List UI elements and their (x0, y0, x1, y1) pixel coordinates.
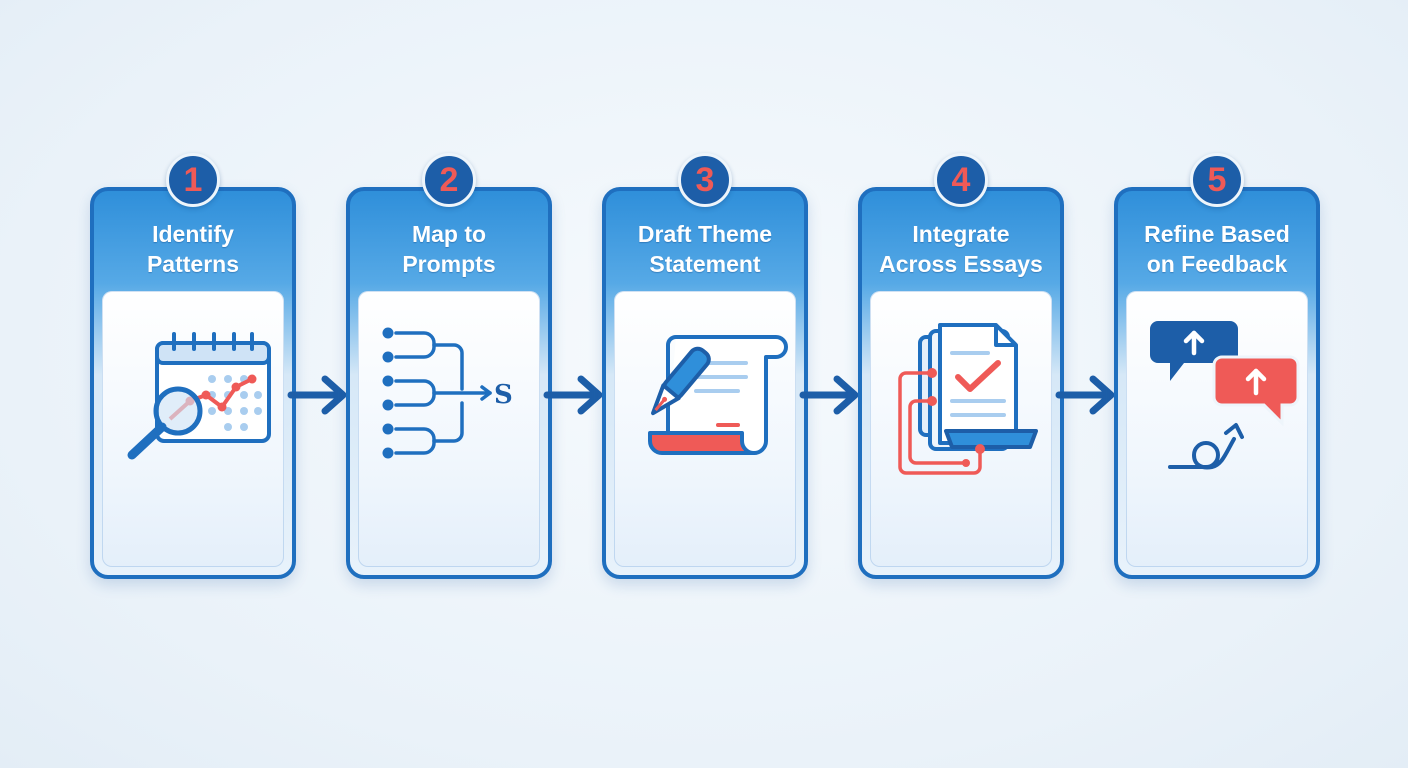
branching-connector-icon: S (382, 327, 513, 459)
step-card: Integrate Across Essays (858, 187, 1064, 579)
right-arrow-icon (287, 375, 347, 415)
step-number-badge: 3 (678, 153, 732, 207)
feedback-bubbles-icon (1150, 321, 1300, 470)
step-icon-panel (1126, 291, 1308, 567)
right-arrow-icon (1055, 375, 1115, 415)
step-card: Identify Patterns (90, 187, 296, 579)
step-number-badge: 1 (166, 153, 220, 207)
step-icon-panel (870, 291, 1052, 567)
step-icon-panel (102, 291, 284, 567)
scroll-pen-icon (648, 335, 788, 455)
step-title: Draft Theme Statement (637, 221, 773, 277)
step-number-badge: 2 (422, 153, 476, 207)
connector-symbol: S (494, 380, 513, 410)
step-icon-panel: S (358, 291, 540, 567)
step-card: Map to Prompts (346, 187, 552, 579)
step-title: Integrate Across Essays (879, 221, 1043, 277)
step-4: 4 Integrate Across Essays (858, 153, 1064, 579)
step-icon-panel (614, 291, 796, 567)
step-number-badge: 4 (934, 153, 988, 207)
step-2: 2 Map to Prompts (346, 153, 552, 579)
step-title: Refine Based on Feedback (1144, 221, 1290, 277)
step-3: 3 Draft Theme Statement (602, 153, 808, 579)
step-5: 5 Refine Based on Feedback (1114, 153, 1320, 579)
step-title: Map to Prompts (402, 221, 496, 277)
step-card: Draft Theme Statement (602, 187, 808, 579)
calendar-chart-magnifier-icon (127, 332, 271, 460)
stacked-documents-check-icon (898, 323, 1038, 475)
step-number-badge: 5 (1190, 153, 1244, 207)
step-1: 1 Identify Patterns (90, 153, 296, 579)
step-card: Refine Based on Feedback (1114, 187, 1320, 579)
right-arrow-icon (799, 375, 859, 415)
right-arrow-icon (543, 375, 603, 415)
step-title: Identify Patterns (146, 221, 240, 277)
